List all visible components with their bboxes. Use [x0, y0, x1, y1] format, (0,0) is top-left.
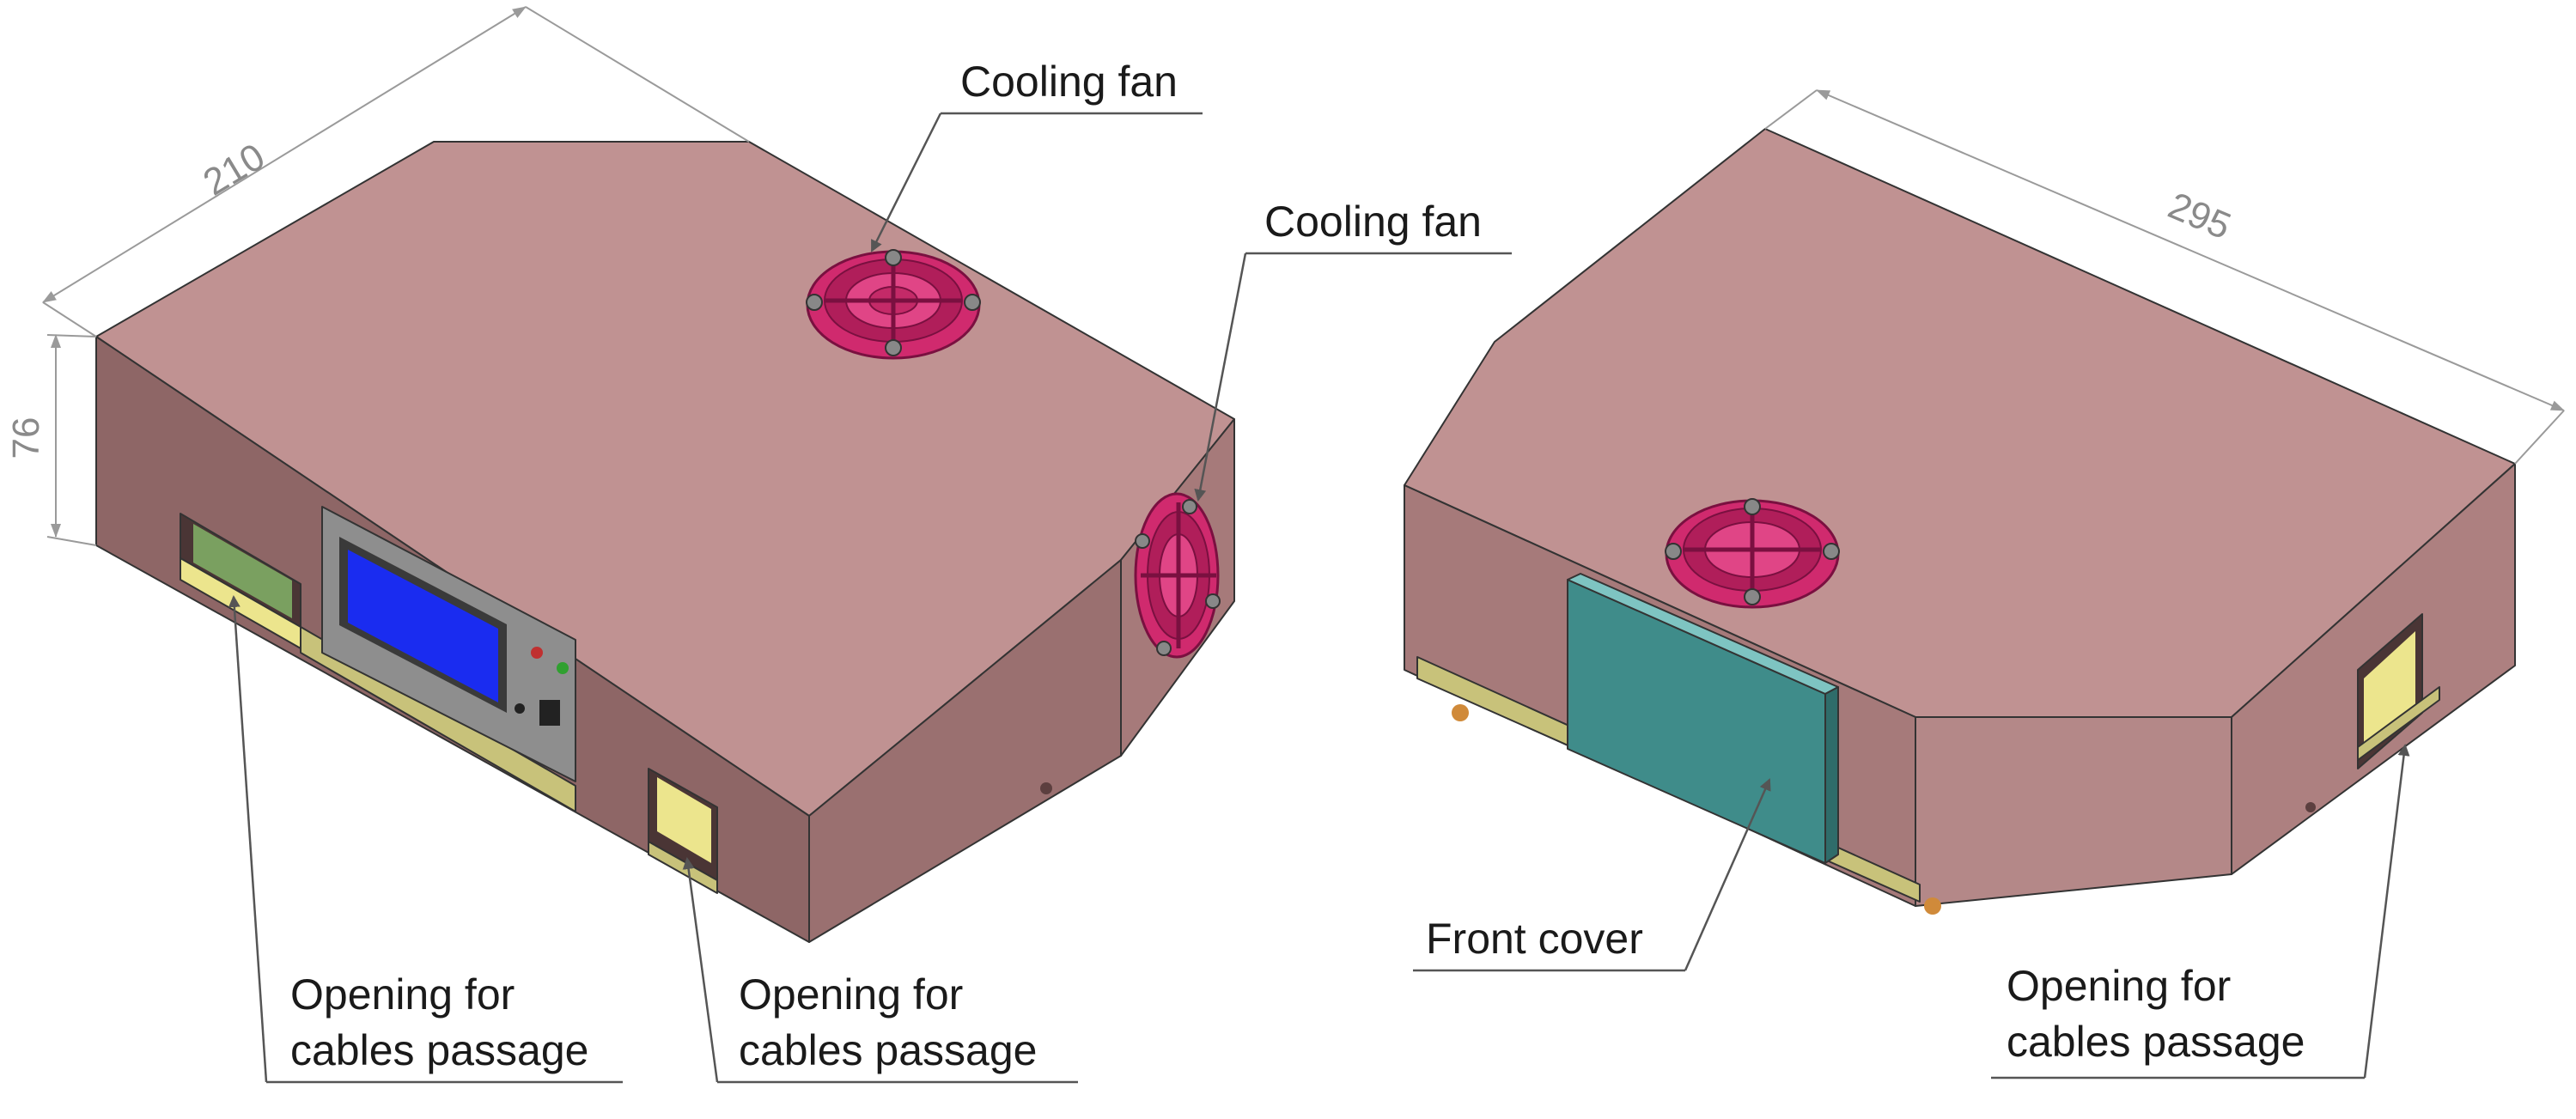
right-opening-base: [2357, 686, 2440, 761]
right-enclosure-chamfer-face: [1915, 716, 2232, 907]
foot-right: [1924, 897, 1941, 915]
front-cover-side-edge: [1824, 686, 1839, 864]
dimension-295-label: 295: [2162, 185, 2237, 248]
callout-opening-left: Opening for cables passage: [228, 595, 623, 1084]
top-fan-icon: [806, 249, 981, 360]
left-enclosure: [95, 141, 1235, 943]
screw-hole: [1040, 782, 1052, 794]
label-cooling-fan-top: Cooling fan: [960, 58, 1178, 106]
right-fan-icon: [1665, 498, 1840, 609]
led-red: [531, 647, 543, 659]
label-opening-mid-line2: cables passage: [739, 1026, 1037, 1074]
right-enclosure: [1404, 128, 2516, 915]
callout-opening-right: Opening for cables passage: [1991, 744, 2410, 1079]
label-opening-left-line2: cables passage: [290, 1026, 588, 1074]
right-opening-fill: [2364, 631, 2415, 751]
left-opening-pcb: [193, 524, 292, 618]
led-green: [557, 662, 569, 674]
dimension-210-label: 210: [196, 136, 271, 204]
callout-cooling-fan-side: Cooling fan: [1194, 198, 1512, 502]
dimension-76: 76: [5, 334, 97, 546]
label-opening-mid-line1: Opening for: [739, 970, 963, 1019]
label-front-cover: Front cover: [1426, 915, 1643, 963]
side-fan-icon: [1134, 492, 1221, 659]
label-cooling-fan-side: Cooling fan: [1264, 198, 1482, 246]
callout-front-cover: Front cover: [1413, 778, 1771, 972]
label-opening-right-line1: Opening for: [2007, 962, 2231, 1010]
screw-hole-right: [2305, 802, 2316, 812]
callout-cooling-fan-top: Cooling fan: [870, 58, 1203, 252]
callout-opening-mid: Opening for cables passage: [682, 857, 1078, 1084]
label-opening-left-line1: Opening for: [290, 970, 515, 1019]
label-opening-right-line2: cables passage: [2007, 1018, 2305, 1066]
foot-left: [1452, 704, 1469, 721]
dimension-76-label: 76: [5, 417, 47, 459]
mid-opening-fill: [657, 777, 711, 863]
lcd-screen: [348, 550, 498, 702]
panel-button: [515, 703, 525, 714]
usb-port: [539, 700, 560, 726]
